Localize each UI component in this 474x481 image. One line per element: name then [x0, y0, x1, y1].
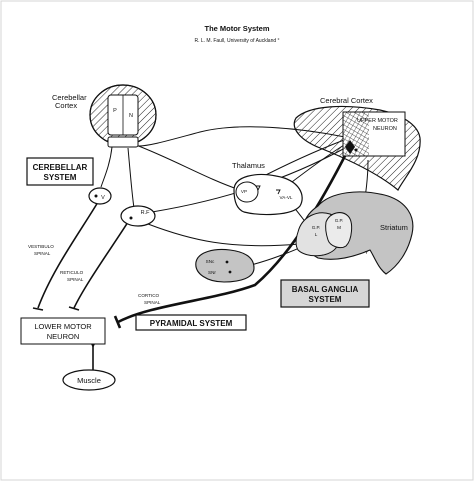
cerebellar-system-label-line2: SYSTEM — [44, 173, 77, 182]
cerebral-cortex-label: Cerebral Cortex — [320, 96, 373, 105]
snr-cell — [228, 270, 232, 274]
lower-motor-neuron-label-line1: LOWER MOTOR — [34, 322, 92, 331]
pyramidal-system-frame — [135, 314, 247, 331]
cerebellum-p-label: P — [113, 108, 117, 114]
reticular-formation-outline — [120, 205, 156, 227]
cerebellum-to-rf-line — [127, 147, 135, 209]
vestibulo-spinal-tract — [37, 201, 99, 309]
lower-motor-neuron-label-line2: NEURON — [47, 332, 80, 341]
cerebellum-to-vestibular-line — [100, 146, 113, 188]
reticular-formation: R.F — [120, 205, 156, 227]
cerebellum-n-label: N — [129, 113, 133, 119]
cortico-spinal-terminal — [113, 315, 122, 329]
cortex-cell-dot — [354, 148, 358, 152]
thalamus-synapse-2 — [276, 189, 281, 195]
basal-ganglia-label-line2: SYSTEM — [309, 295, 342, 304]
reticulo-spinal-terminal — [68, 306, 80, 311]
vestibulo-spinal-terminal — [32, 307, 44, 311]
cerebellar-cortex-label-line2: Cortex — [55, 101, 77, 110]
vestibular-nucleus-cell — [94, 194, 98, 198]
thalamus-synapse-1 — [256, 185, 261, 191]
vp-nucleus — [235, 181, 259, 203]
striatum-y-label: Y — [365, 250, 368, 255]
upper-motor-neuron-label-line2: NEURON — [373, 126, 397, 132]
vestibular-nucleus-outline — [88, 187, 112, 205]
striatum-label: Striatum — [380, 223, 408, 232]
vestibulo-spinal-label-line1: VESTIBULO — [28, 244, 54, 249]
reticulo-spinal-label-line2: SPINAL — [67, 277, 84, 282]
basal-ganglia-label-line1: BASAL GANGLIA — [292, 285, 359, 294]
snc-label: SNc — [206, 259, 215, 264]
gp-medial-sub-label: M — [337, 225, 341, 230]
reticulo-spinal-tract — [73, 221, 129, 309]
rf-to-basal-ganglia-line — [147, 223, 301, 247]
reticular-formation-label: R.F — [141, 210, 151, 216]
cortico-spinal-tract — [117, 149, 350, 324]
reticular-formation-cell — [129, 216, 133, 220]
muscle: Muscle — [62, 369, 116, 391]
page-subtitle: R. L. M. Faull, University of Auckland ° — [194, 38, 279, 44]
basal-ganglia-system-frame — [280, 279, 370, 308]
reticulo-spinal-label-line1: RETICULO — [60, 270, 84, 275]
thalamus-label: Thalamus — [232, 161, 265, 170]
snc-cell — [225, 260, 229, 264]
basal-ganglia-system-box: BASAL GANGLIA SYSTEM — [280, 279, 370, 308]
globus-pallidus-medial — [325, 212, 353, 249]
cortico-spinal-label-line1: CORTICO — [138, 293, 160, 298]
cerebellar-system-label-line1: CEREBELLAR — [33, 163, 88, 172]
upper-motor-neuron-cell-body — [345, 140, 355, 154]
gp-lateral-sub-label: L — [315, 232, 318, 237]
muscle-label: Muscle — [77, 376, 101, 385]
basal-ganglia: Striatum G.P. L G.P. M Y SNc SNr — [195, 191, 414, 283]
vestibulo-spinal-label-line2: SPINAL — [34, 251, 51, 256]
cerebellar-system-frame — [26, 157, 94, 186]
lower-motor-neuron: LOWER MOTOR NEURON — [20, 317, 106, 345]
vestibular-nucleus-label: V — [101, 195, 105, 201]
cortico-spinal-label-line2: SPINAL — [144, 300, 161, 305]
page-title: The Motor System — [204, 24, 269, 33]
cerebellar-cortex-label-line1: Cerebellar — [52, 93, 87, 102]
va-vl-nucleus-label: VA-VL — [280, 195, 293, 200]
upper-motor-neuron-label-line1: UPPER MOTOR — [357, 118, 398, 124]
gp-medial-label: G.P. — [335, 218, 344, 223]
cerebellar-peduncle — [107, 136, 139, 148]
muscle-outline — [62, 369, 116, 391]
cerebellum: P N Cerebellar Cortex — [52, 84, 157, 148]
pyramidal-system-box: PYRAMIDAL SYSTEM — [135, 314, 247, 331]
vestibular-nucleus: V — [88, 187, 112, 205]
substantia-nigra — [195, 248, 255, 283]
thalamus: Thalamus VP VA-VL — [232, 161, 303, 216]
cerebellum-to-thalamus-line — [135, 144, 241, 191]
cerebellar-system-box: CEREBELLAR SYSTEM — [26, 157, 94, 186]
snr-label: SNr — [208, 270, 216, 275]
pyramidal-system-label: PYRAMIDAL SYSTEM — [150, 319, 233, 328]
gp-lateral-label: G.P. — [312, 225, 321, 230]
lower-motor-neuron-frame — [20, 317, 106, 345]
cerebral-cortex: Cerebral Cortex UPPER MOTOR NEURON — [293, 96, 421, 191]
vp-nucleus-label: VP — [241, 189, 247, 194]
